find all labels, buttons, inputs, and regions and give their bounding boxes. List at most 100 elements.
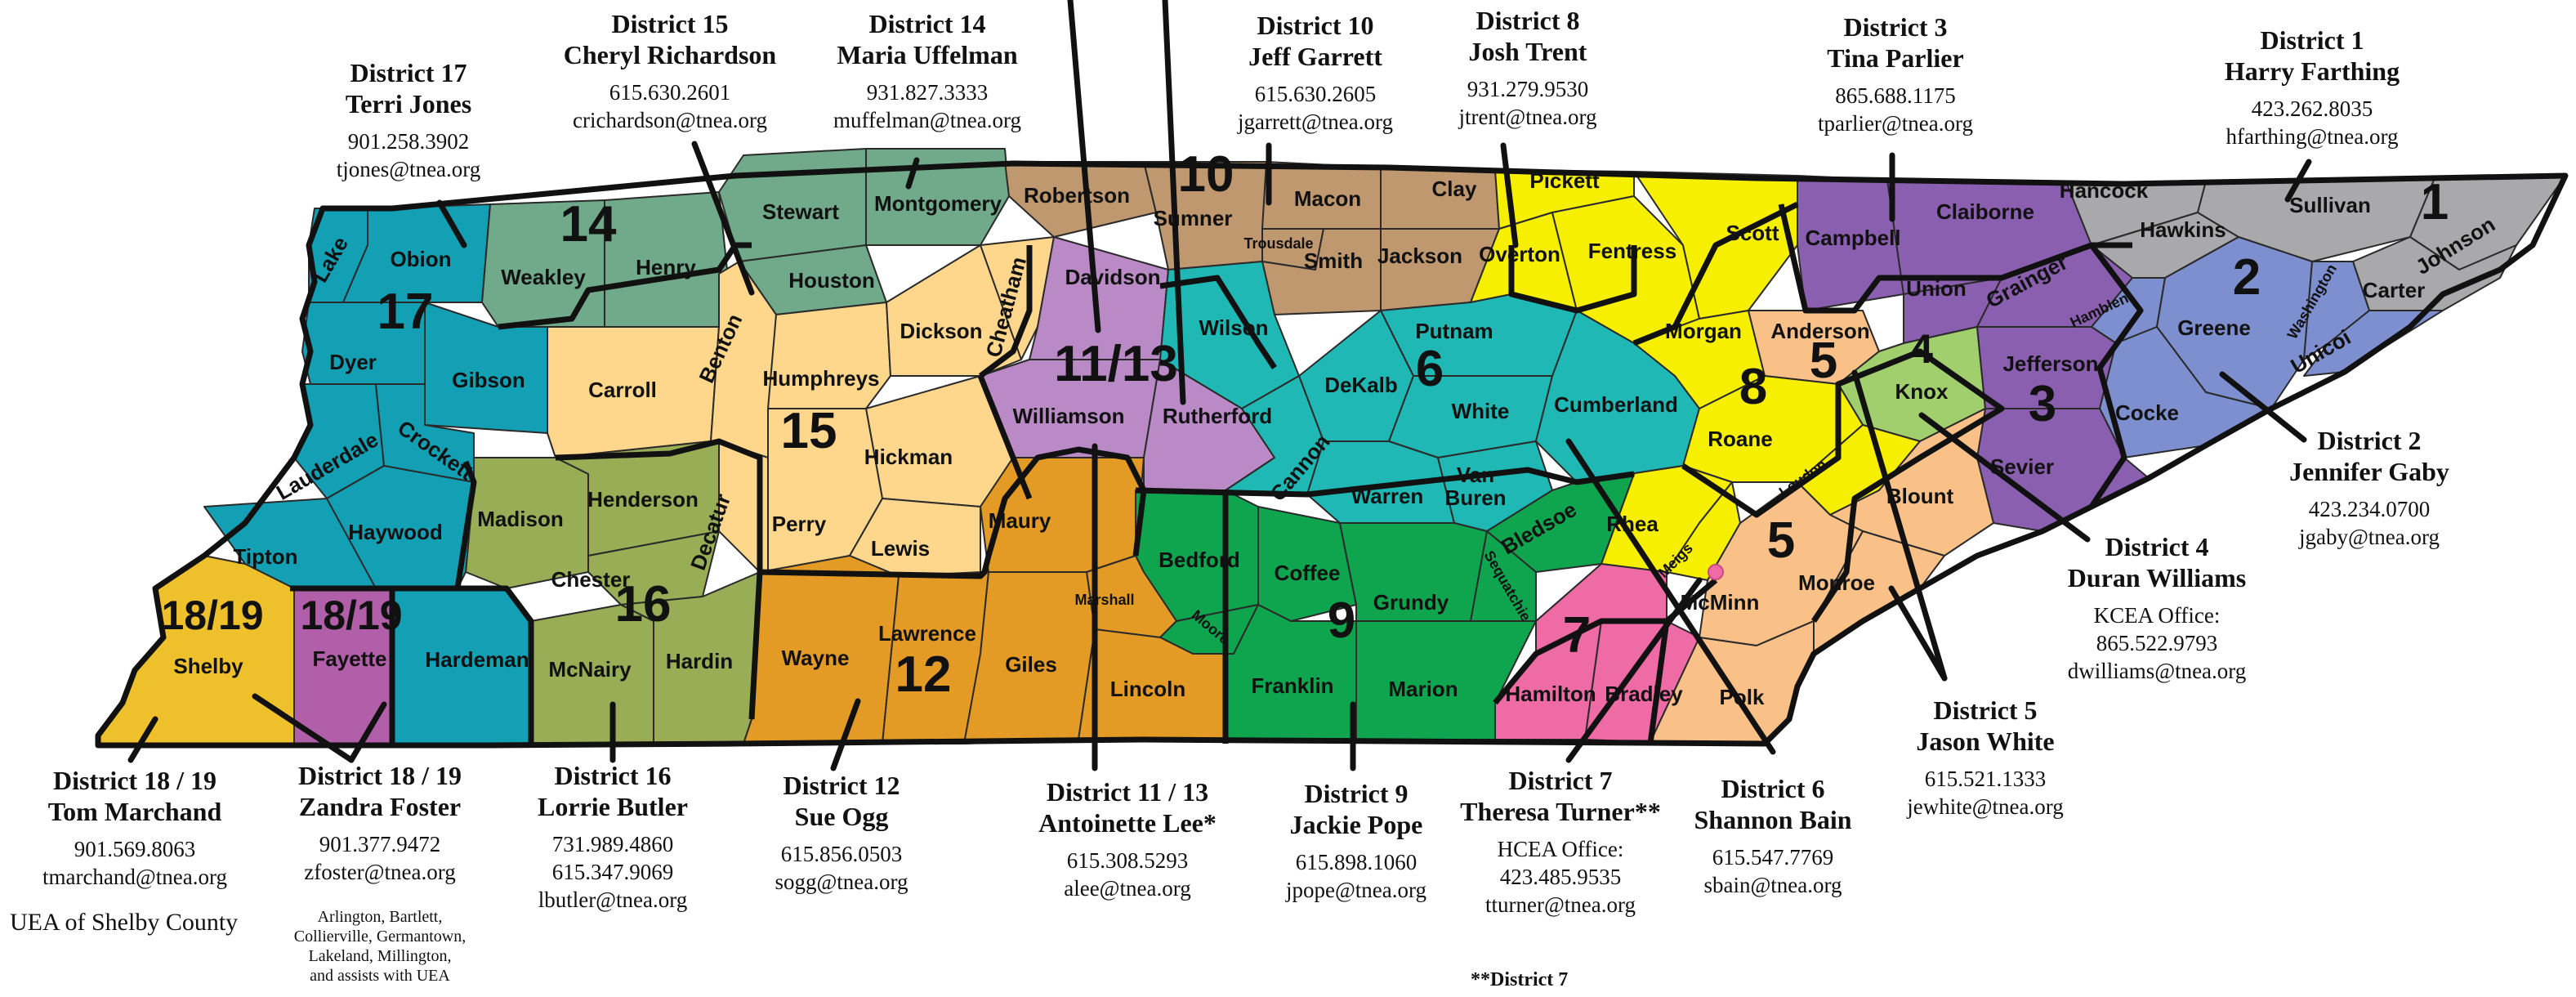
county-label-sumner: Sumner xyxy=(1154,206,1233,230)
leader-d17 xyxy=(436,199,467,248)
office-label: KCEA Office: xyxy=(2093,603,2221,628)
email-link[interactable]: tjones@tnea.org xyxy=(336,157,481,181)
county-label-madison: Madison xyxy=(477,507,563,531)
county-label-hawkins: Hawkins xyxy=(2140,217,2226,242)
county-label-trousdale: Trousdale xyxy=(1243,235,1313,252)
district-title: District 12 xyxy=(783,771,900,800)
contact-district-11-13: District 11 / 13 Antoinette Lee* 615.308… xyxy=(1005,776,1250,902)
email-link[interactable]: sbain@tnea.org xyxy=(1703,873,1842,897)
rep-name: Josh Trent xyxy=(1468,37,1587,66)
contact-district-17: District 17 Terri Jones 901.258.3902 tjo… xyxy=(302,57,515,183)
email-link[interactable]: tmarchand@tnea.org xyxy=(42,865,228,889)
county-label-coffee: Coffee xyxy=(1275,561,1341,585)
phone: 615.547.7769 xyxy=(1712,845,1834,870)
leader-d18c xyxy=(348,701,387,763)
county-label-hancock: Hancock xyxy=(2060,178,2149,203)
district-title: District 18 / 19 xyxy=(298,761,462,790)
county-label-jackson: Jackson xyxy=(1377,244,1462,268)
rep-name: Duran Williams xyxy=(2067,563,2247,592)
county-label-fentress: Fentress xyxy=(1588,239,1676,263)
county-label-cocke: Cocke xyxy=(2115,400,2179,425)
county-label-union: Union xyxy=(1906,276,1967,301)
county-label-wilson: Wilson xyxy=(1199,315,1269,340)
phone: 865.522.9793 xyxy=(2096,631,2218,655)
phone: 615.856.0503 xyxy=(780,842,903,866)
county-label-bedford: Bedford xyxy=(1159,548,1240,572)
contact-district-9: District 9 Jackie Pope 615.898.1060 jpop… xyxy=(1250,778,1462,904)
county-label-mcminn: McMinn xyxy=(1681,590,1760,615)
email-link[interactable]: tturner@tnea.org xyxy=(1484,892,1636,917)
leader-d5b xyxy=(1888,585,1948,682)
rep-name: Harry Farthing xyxy=(2224,56,2400,86)
district-number-15: 16 xyxy=(615,576,672,633)
leader-d14 xyxy=(905,157,920,190)
email-link[interactable]: alee@tnea.org xyxy=(1064,876,1191,901)
contact-district-18-19-marchand: District 18 / 19 Tom Marchand 901.569.80… xyxy=(25,765,245,891)
county-label-hardin: Hardin xyxy=(666,649,733,673)
email-link[interactable]: jewhite@tnea.org xyxy=(1907,794,2064,819)
county-label-pickett: Pickett xyxy=(1529,168,1600,193)
rep-name: Tom Marchand xyxy=(47,797,222,826)
county-label-grundy: Grundy xyxy=(1373,590,1449,615)
county-label-wayne: Wayne xyxy=(782,646,850,670)
county-label-clay: Clay xyxy=(1432,177,1477,201)
county-label-morgan: Morgan xyxy=(1665,319,1742,343)
county-label-blount: Blount xyxy=(1886,484,1954,508)
county-label-hardeman: Hardeman xyxy=(425,647,529,672)
county-label-henderson: Henderson xyxy=(587,487,699,512)
email-link[interactable]: jpope@tnea.org xyxy=(1285,878,1427,902)
leader-d1 xyxy=(2284,159,2312,203)
rep-name: Terri Jones xyxy=(345,89,472,118)
rep-name: Theresa Turner** xyxy=(1460,797,1661,826)
county-label-henry: Henry xyxy=(636,255,696,279)
leader-d18a xyxy=(127,716,158,763)
email-link[interactable]: tparlier@tnea.org xyxy=(1817,111,1974,136)
email-link[interactable]: muffelman@tnea.org xyxy=(833,108,1022,132)
contact-district-12: District 12 Sue Ogg 615.856.0503 sogg@tn… xyxy=(735,770,948,896)
phone: 931.827.3333 xyxy=(866,80,989,105)
district-number-3: 4 xyxy=(1910,326,1933,372)
county-label-knox: Knox xyxy=(1895,379,1949,404)
rep-name: Maria Uffelman xyxy=(837,40,1018,69)
county-label-scott: Scott xyxy=(1726,221,1779,245)
rep-name: Jennifer Gaby xyxy=(2289,457,2449,486)
leader-d15 xyxy=(691,141,755,296)
contact-district-6: District 6 Shannon Bain 615.547.7769 sba… xyxy=(1667,773,1879,899)
county-label-mcnairy: McNairy xyxy=(548,657,632,682)
email-link[interactable]: jtrent@tnea.org xyxy=(1458,105,1597,129)
email-link[interactable]: lbutler@tnea.org xyxy=(538,887,688,912)
district-title: District 11 / 13 xyxy=(1046,777,1209,807)
county-label-gibson: Gibson xyxy=(452,368,525,392)
county-label-fayette: Fayette xyxy=(312,646,386,671)
email-link[interactable]: crichardson@tnea.org xyxy=(572,108,768,132)
email-link[interactable]: zfoster@tnea.org xyxy=(304,860,456,884)
email-link[interactable]: jgaby@tnea.org xyxy=(2298,525,2440,549)
district-title: District 15 xyxy=(611,9,729,38)
rep-name: Shannon Bain xyxy=(1694,805,1852,834)
leader-d7 xyxy=(1565,577,1703,763)
email-link[interactable]: jgarrett@tnea.org xyxy=(1237,110,1394,134)
email-link[interactable]: hfarthing@tnea.org xyxy=(2226,124,2399,149)
county-label-cumberland: Cumberland xyxy=(1554,392,1678,417)
county-label-white: White xyxy=(1452,399,1510,423)
county-label-carroll: Carroll xyxy=(588,378,657,402)
district-number-13: 14 xyxy=(560,196,617,253)
county-label-perry: Perry xyxy=(772,512,827,536)
contact-district-1: District 1 Harry Farthing 423.262.8035 h… xyxy=(2206,25,2418,150)
county-label-obion: Obion xyxy=(390,247,451,271)
rep-name: Lorrie Butler xyxy=(538,792,688,821)
county-label-shelby: Shelby xyxy=(173,654,243,678)
contact-district-8: District 8 Josh Trent 931.279.9530 jtren… xyxy=(1422,5,1634,131)
county-label-humphreys: Humphreys xyxy=(762,366,879,391)
county-humphreys xyxy=(767,302,891,409)
phone: 423.262.8035 xyxy=(2251,96,2373,121)
district-title: District 9 xyxy=(1304,779,1409,808)
phone: 615.898.1060 xyxy=(1295,850,1417,874)
email-link[interactable]: dwilliams@tnea.org xyxy=(2067,659,2247,683)
district-number-6: 6 xyxy=(1416,341,1444,397)
rep-name: Jason White xyxy=(1916,727,2055,756)
district-title: District 18 / 19 xyxy=(53,766,217,795)
county-label-claiborne: Claiborne xyxy=(1936,199,2034,224)
county-label-lincoln: Lincoln xyxy=(1110,677,1185,701)
email-link[interactable]: sogg@tnea.org xyxy=(775,870,909,894)
